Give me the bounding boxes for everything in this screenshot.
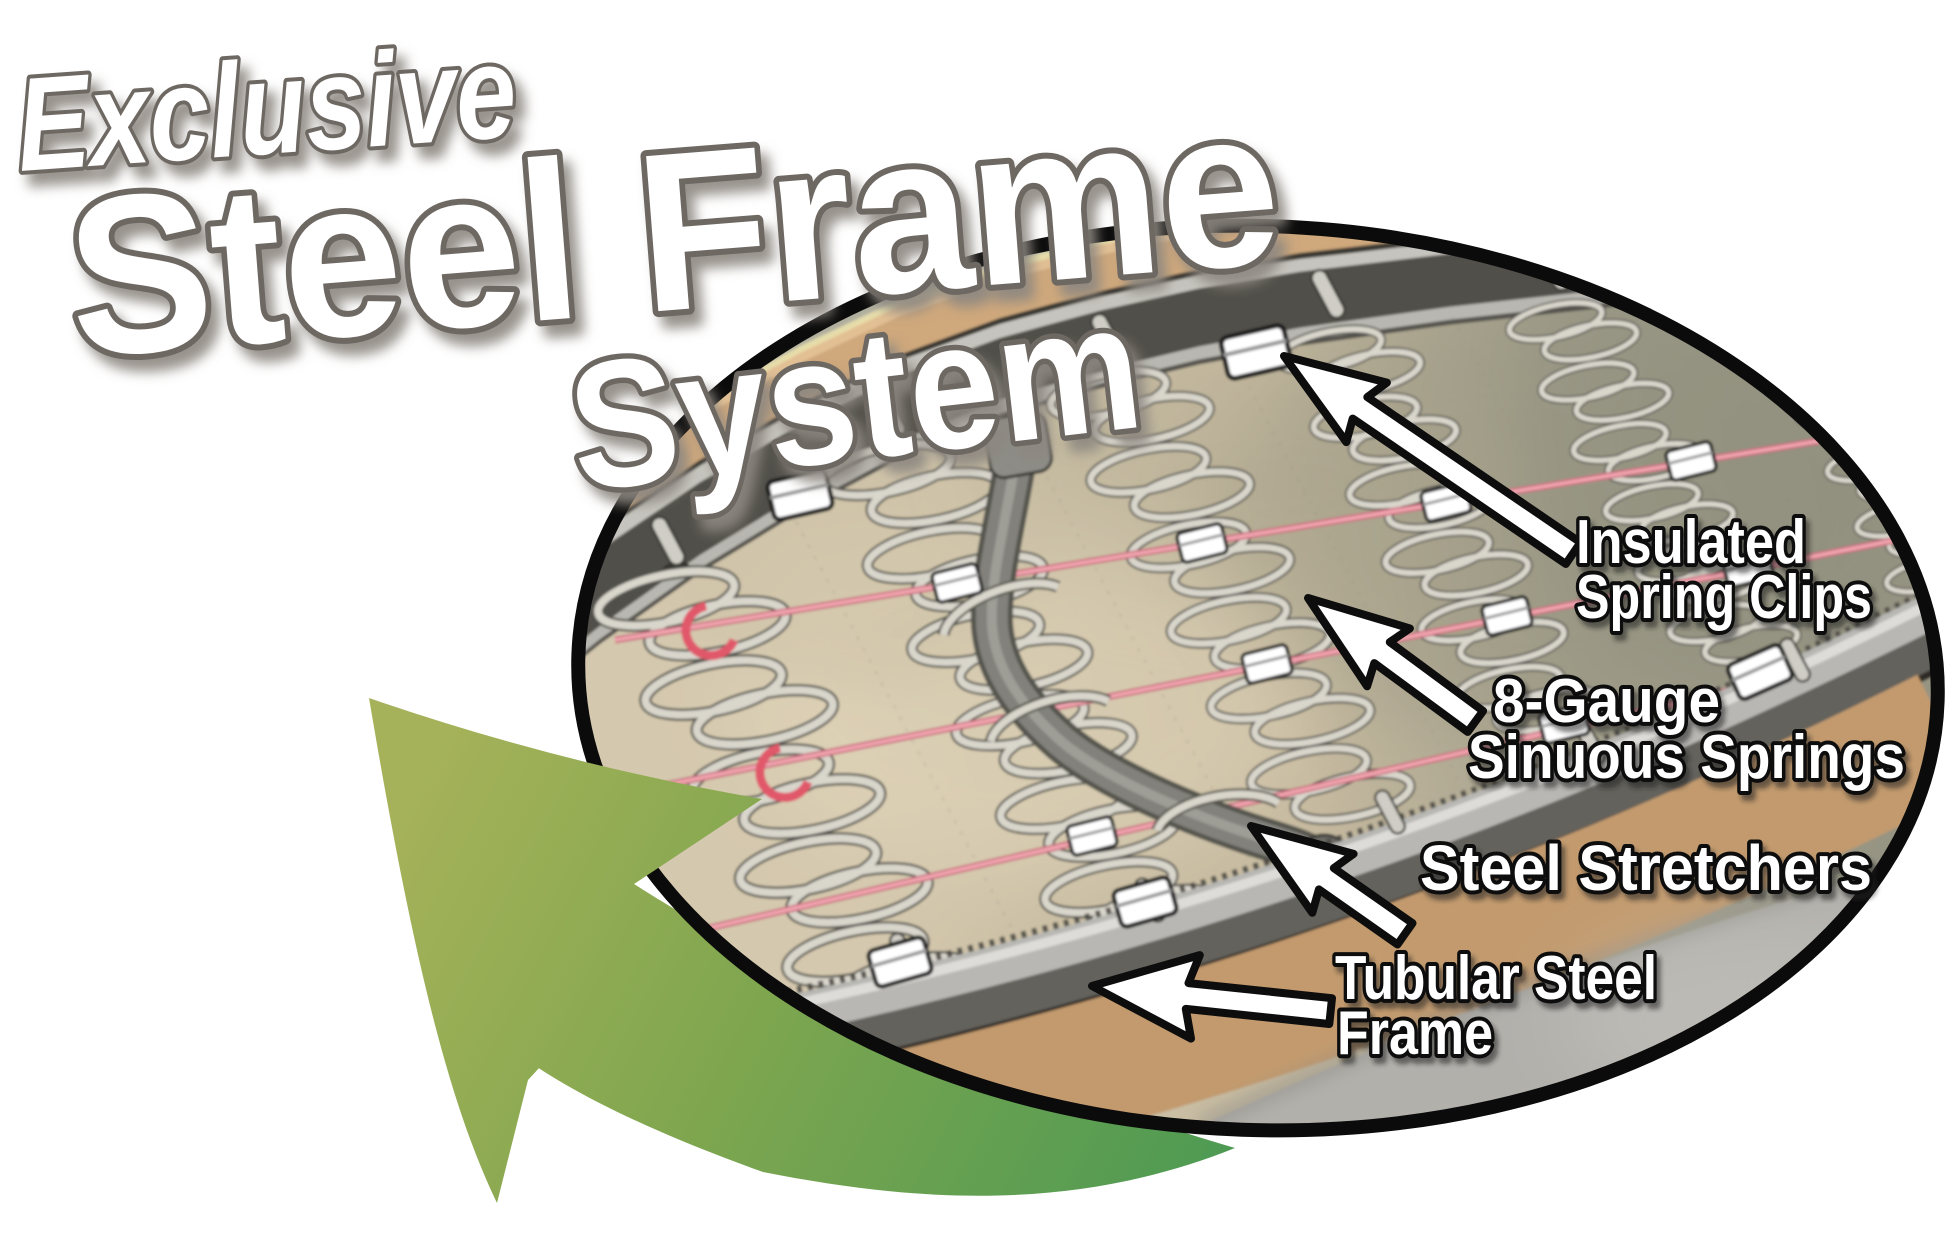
svg-text:Spring Clips: Spring Clips: [1576, 563, 1872, 632]
svg-text:8-Gauge: 8-Gauge: [1493, 667, 1720, 736]
svg-text:Tubular Steel: Tubular Steel: [1335, 944, 1657, 1013]
svg-text:Frame: Frame: [1337, 999, 1493, 1068]
svg-text:Insulated: Insulated: [1576, 508, 1806, 577]
svg-text:Sinuous Springs: Sinuous Springs: [1468, 723, 1905, 792]
svg-text:Exclusive: Exclusive: [12, 17, 521, 200]
svg-text:Steel Stretchers: Steel Stretchers: [1420, 832, 1872, 904]
